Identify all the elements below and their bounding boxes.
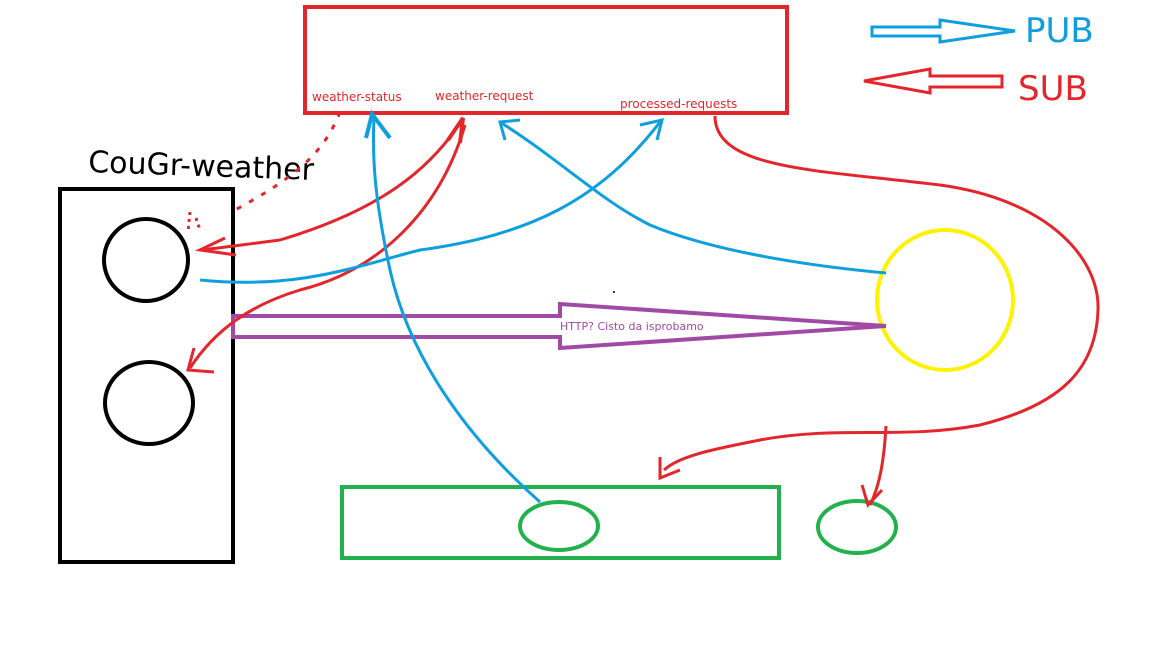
http-arrow <box>231 301 887 351</box>
request-to-instance1-arrowhead <box>194 236 237 257</box>
service-instance-2 <box>103 360 195 446</box>
client-to-request-line <box>499 120 887 275</box>
stray-dot <box>613 291 615 293</box>
consumer-node-inner <box>518 500 600 552</box>
processed-loop-line <box>662 115 1100 472</box>
legend-pub-arrow <box>870 18 1016 44</box>
instance1-to-processed-line <box>199 121 662 284</box>
consumer-node-outer <box>816 499 898 555</box>
service-title: CouGr-weather <box>88 145 315 188</box>
topic-processed-requests: processed-requests <box>620 97 737 111</box>
request-to-instance2-arrowhead <box>186 347 215 374</box>
topic-weather-request: weather-request <box>435 89 534 103</box>
processed-branch-arrowhead <box>860 484 884 508</box>
topic-weather-status: weather-status <box>312 90 402 104</box>
legend-sub-label: SUB <box>1018 69 1088 109</box>
legend-pub-label: PUB <box>1025 11 1094 51</box>
client-node <box>875 228 1015 372</box>
service-box <box>58 187 235 564</box>
legend-sub-arrow <box>863 67 1004 95</box>
request-to-instance2-line <box>188 124 467 369</box>
status-dotted-arrowhead <box>186 211 202 233</box>
instance1-to-processed-arrowhead <box>639 117 665 141</box>
processed-loop-arrowhead-left <box>658 457 681 481</box>
consumer-box <box>340 485 781 560</box>
broker-box <box>303 5 789 115</box>
service-instance-1 <box>102 217 190 303</box>
consumer-to-status-arrowhead <box>364 109 392 140</box>
client-to-request-arrowhead <box>498 118 521 141</box>
http-arrow-label: HTTP? Cisto da isprobamo <box>560 320 704 333</box>
consumer-to-status-line <box>371 117 541 504</box>
